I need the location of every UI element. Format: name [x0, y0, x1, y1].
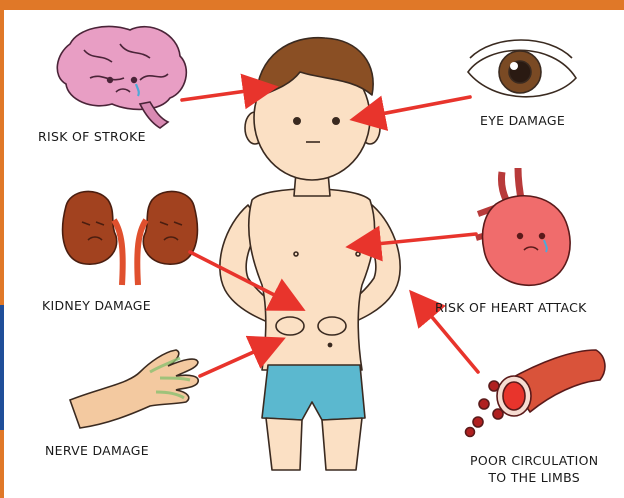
- label-poor-circulation-line1: POOR CIRCULATION: [470, 452, 598, 469]
- arrow-stroke: [182, 88, 268, 100]
- brain-icon: [57, 26, 186, 128]
- kidneys-icon: [63, 191, 198, 285]
- blood-vessel-icon: [466, 350, 605, 437]
- boy-figure: [220, 38, 400, 470]
- eye-icon: [468, 40, 576, 97]
- label-nerve-damage: NERVE DAMAGE: [45, 443, 149, 458]
- label-poor-circulation: POOR CIRCULATION TO THE LIMBS: [470, 452, 598, 486]
- label-risk-of-heart-attack: RISK OF HEART ATTACK: [435, 300, 587, 315]
- arrow-eye: [360, 97, 470, 118]
- heart-icon: [476, 168, 570, 285]
- label-poor-circulation-line2: TO THE LIMBS: [470, 469, 598, 486]
- label-kidney-damage: KIDNEY DAMAGE: [42, 298, 151, 313]
- hand-icon: [70, 350, 198, 428]
- label-risk-of-stroke: RISK OF STROKE: [38, 129, 146, 144]
- label-eye-damage: EYE DAMAGE: [480, 113, 565, 128]
